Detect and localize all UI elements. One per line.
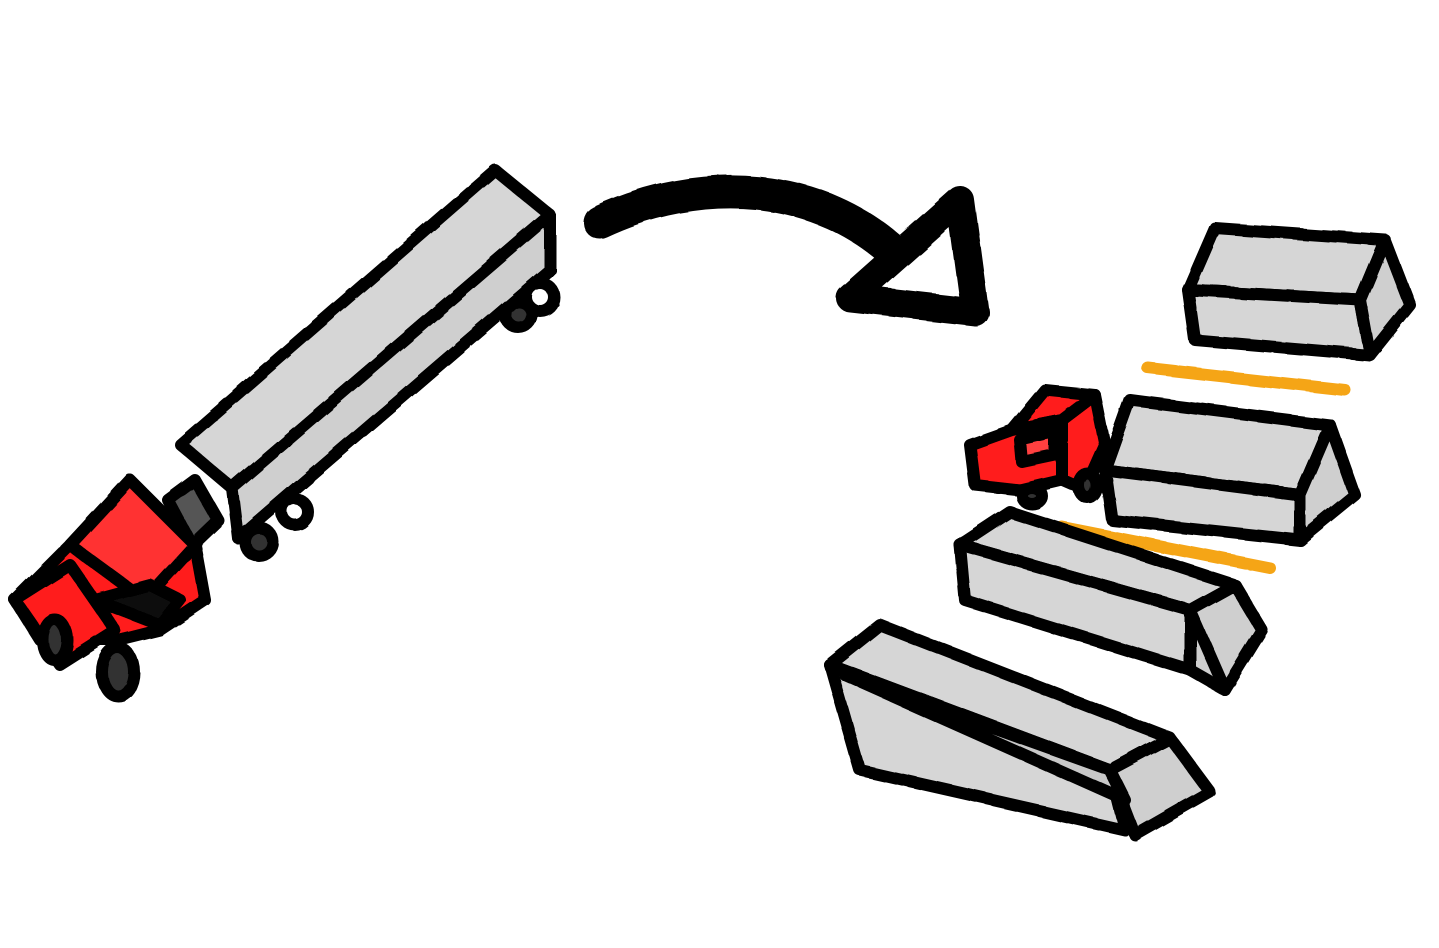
block-ramp xyxy=(839,669,1131,806)
block-second xyxy=(1099,394,1361,546)
cab-wheel xyxy=(37,614,73,666)
block-end-face xyxy=(1354,234,1416,361)
block-third xyxy=(954,506,1268,696)
trailer-underline xyxy=(232,264,556,544)
block-bottom xyxy=(824,619,1216,841)
semi-truck-with-trailer-icon xyxy=(9,164,560,702)
platooning-truck-with-blocks-icon xyxy=(824,222,1416,841)
trailer-top xyxy=(174,164,556,494)
cab-window xyxy=(1014,426,1061,468)
cab-wheel xyxy=(1016,482,1048,510)
divider-line xyxy=(1142,362,1351,396)
block-end-edge xyxy=(1184,604,1231,696)
cab-wheel xyxy=(96,642,140,702)
block-end-face xyxy=(1104,732,1216,841)
block-front-face xyxy=(1182,284,1376,361)
block-top xyxy=(1182,222,1416,361)
curved-arrow-icon xyxy=(583,174,989,326)
trailer-wheel xyxy=(276,493,314,531)
truck-cab-roof xyxy=(64,474,201,606)
small-truck-cab xyxy=(964,384,1111,510)
cab-wheel xyxy=(1073,468,1103,504)
arrow-head xyxy=(836,186,989,326)
trailer-wheel xyxy=(239,522,279,562)
arrow-shaft xyxy=(583,174,917,275)
block-end-face xyxy=(1294,419,1361,546)
truck-cab-window xyxy=(89,579,186,631)
